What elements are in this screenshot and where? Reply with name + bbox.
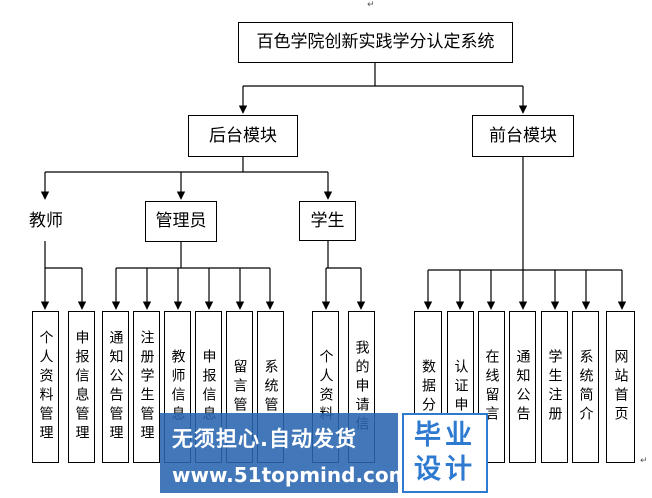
admin-item-node: 通知公告管理 <box>102 311 129 463</box>
teacher-role-node: 教师 <box>18 201 74 241</box>
watermark-url: www.51topmind.com <box>172 463 410 487</box>
backend-module-label: 后台模块 <box>209 125 277 146</box>
admin-item-node: 注册学生管理 <box>133 311 160 463</box>
admin-item-label: 申报信息 <box>200 349 217 425</box>
paragraph-mark: ↵ <box>367 0 375 10</box>
watermark-badge-bottom: 设计 <box>414 454 476 485</box>
backend-module-node: 后台模块 <box>188 115 298 157</box>
frontend-item-node: 网站首页 <box>606 311 635 463</box>
frontend-item-label: 系统简介 <box>577 349 594 425</box>
watermark-badge-top: 毕业 <box>414 420 476 451</box>
admin-item-label: 注册学生管理 <box>138 330 155 444</box>
frontend-module-label: 前台模块 <box>489 125 557 146</box>
teacher-item-node: 个人资料管理 <box>32 311 59 463</box>
frontend-module-node: 前台模块 <box>472 115 574 157</box>
frontend-item-label: 认证申 <box>452 358 469 416</box>
watermark-badge: 毕业 设计 <box>402 413 488 493</box>
admin-role-node: 管理员 <box>145 201 217 242</box>
frontend-item-node: 通知公告 <box>509 311 536 463</box>
paragraph-mark: ↵ <box>640 456 648 466</box>
watermark-banner: 无须担心.自动发货 www.51topmind.com <box>160 413 410 493</box>
frontend-item-node: 学生注册 <box>541 311 568 463</box>
teacher-role-label: 教师 <box>29 210 63 231</box>
admin-item-label: 系统管 <box>262 358 279 416</box>
teacher-item-node: 申报信息管理 <box>68 311 95 463</box>
frontend-item-label: 学生注册 <box>546 349 563 425</box>
admin-item-label: 留言管 <box>231 358 248 416</box>
frontend-item-label: 在线留言 <box>483 349 500 425</box>
frontend-item-label: 通知公告 <box>514 349 531 425</box>
admin-item-label: 教师信息 <box>169 349 186 425</box>
root-system-node: 百色学院创新实践学分认定系统 <box>238 22 513 63</box>
watermark-slogan: 无须担心.自动发货 <box>172 427 357 451</box>
admin-role-label: 管理员 <box>155 211 207 231</box>
student-role-node: 学生 <box>299 201 356 241</box>
teacher-item-label: 申报信息管理 <box>73 330 90 444</box>
student-item-label: 我的申请信 <box>353 339 370 435</box>
root-system-label: 百色学院创新实践学分认定系统 <box>256 32 495 52</box>
frontend-item-label: 数据分 <box>420 358 436 416</box>
teacher-item-label: 个人资料管理 <box>37 330 54 444</box>
student-item-label: 个人资料 <box>317 349 334 425</box>
student-role-label: 学生 <box>310 210 345 231</box>
frontend-item-label: 网站首页 <box>612 349 629 425</box>
admin-item-label: 通知公告管理 <box>107 330 124 444</box>
frontend-item-node: 系统简介 <box>572 311 599 463</box>
